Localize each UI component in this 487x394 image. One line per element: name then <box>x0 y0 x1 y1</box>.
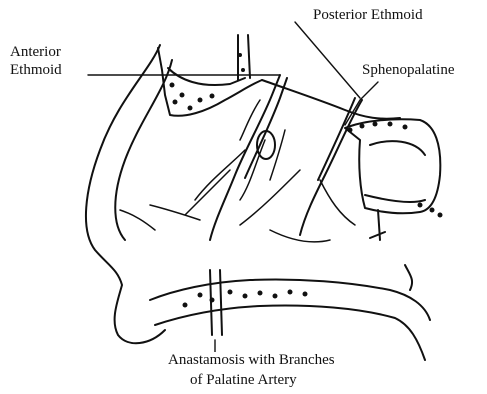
anterior-ethmoid-bone-inner <box>168 68 245 85</box>
nasal-roof <box>262 80 400 119</box>
posterior-wall <box>370 210 412 290</box>
ethmoid-vertical-plate <box>238 35 250 80</box>
sphenoid-sinus <box>345 119 440 213</box>
posterior-ethmoid-artery <box>300 100 362 235</box>
sphenopalatine-artery <box>318 98 355 180</box>
incisive-canal <box>210 270 222 335</box>
leader-posterior-ethmoid <box>295 22 360 98</box>
label-sphenopalatine: Sphenopalatine <box>362 62 454 79</box>
sphenoid-stipple <box>348 122 443 218</box>
anterior-ethmoid-bone <box>158 48 262 116</box>
label-anastomosis-line1: Anastamosis with Branches <box>168 352 335 369</box>
label-anastomosis-line2: of Palatine Artery <box>190 372 297 389</box>
anterior-ethmoid-artery-edge <box>245 78 287 178</box>
label-anterior-ethmoid-line1: Anterior <box>10 44 61 61</box>
label-posterior-ethmoid: Posterior Ethmoid <box>313 7 423 24</box>
label-anterior-ethmoid-line2: Ethmoid <box>10 62 62 79</box>
sphenoid-inner <box>365 141 425 202</box>
